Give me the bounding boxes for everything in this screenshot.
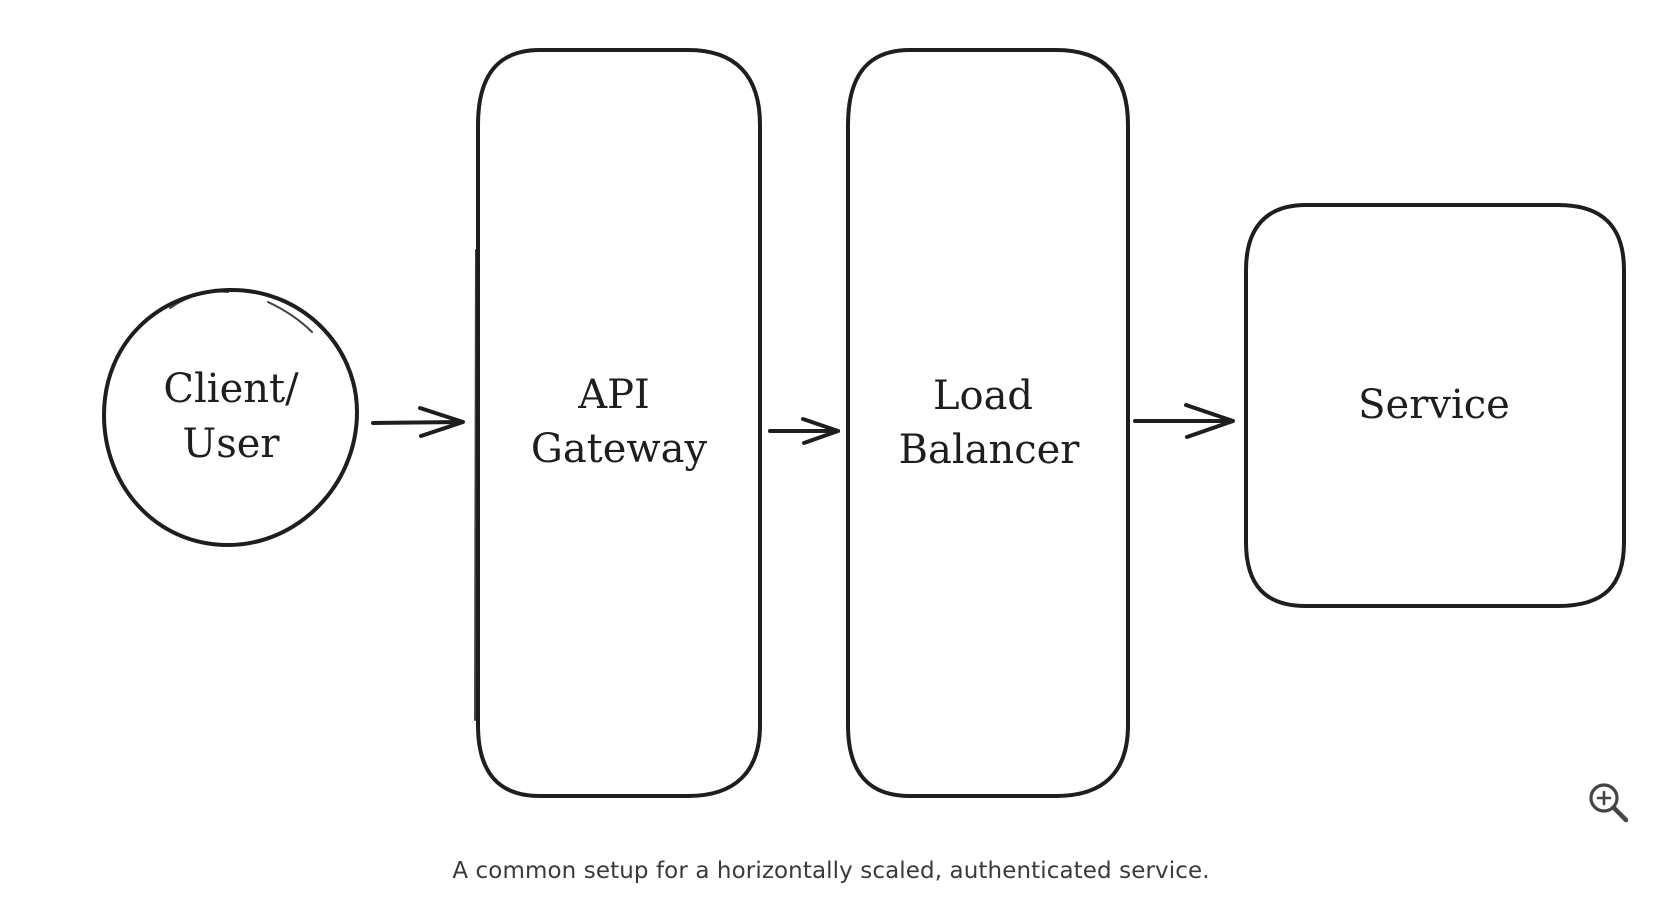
api-gateway-label-line2: Gateway [531, 426, 708, 472]
arrow-client-to-gateway [371, 406, 465, 438]
load-balancer-label-line1: Load [933, 373, 1033, 419]
architecture-diagram: Client/ User API Gateway Load Balancer S… [102, 48, 1626, 798]
arrow-balancer-to-service [1133, 403, 1235, 439]
zoom-in-button[interactable] [1586, 780, 1632, 826]
client-node: Client/ User [102, 287, 359, 547]
client-label-line1: Client/ [163, 366, 299, 412]
zoom-in-icon [1589, 783, 1629, 823]
load-balancer-label-line2: Balancer [899, 427, 1081, 473]
figure-caption: A common setup for a horizontally scaled… [452, 858, 1210, 884]
api-gateway-label-line1: API [577, 372, 650, 418]
client-label-line2: User [182, 421, 280, 467]
load-balancer-node: Load Balancer [846, 48, 1130, 798]
service-label: Service [1358, 382, 1510, 428]
api-gateway-node: API Gateway [474, 48, 762, 798]
arrow-gateway-to-balancer [768, 417, 840, 445]
service-node: Service [1244, 203, 1626, 608]
